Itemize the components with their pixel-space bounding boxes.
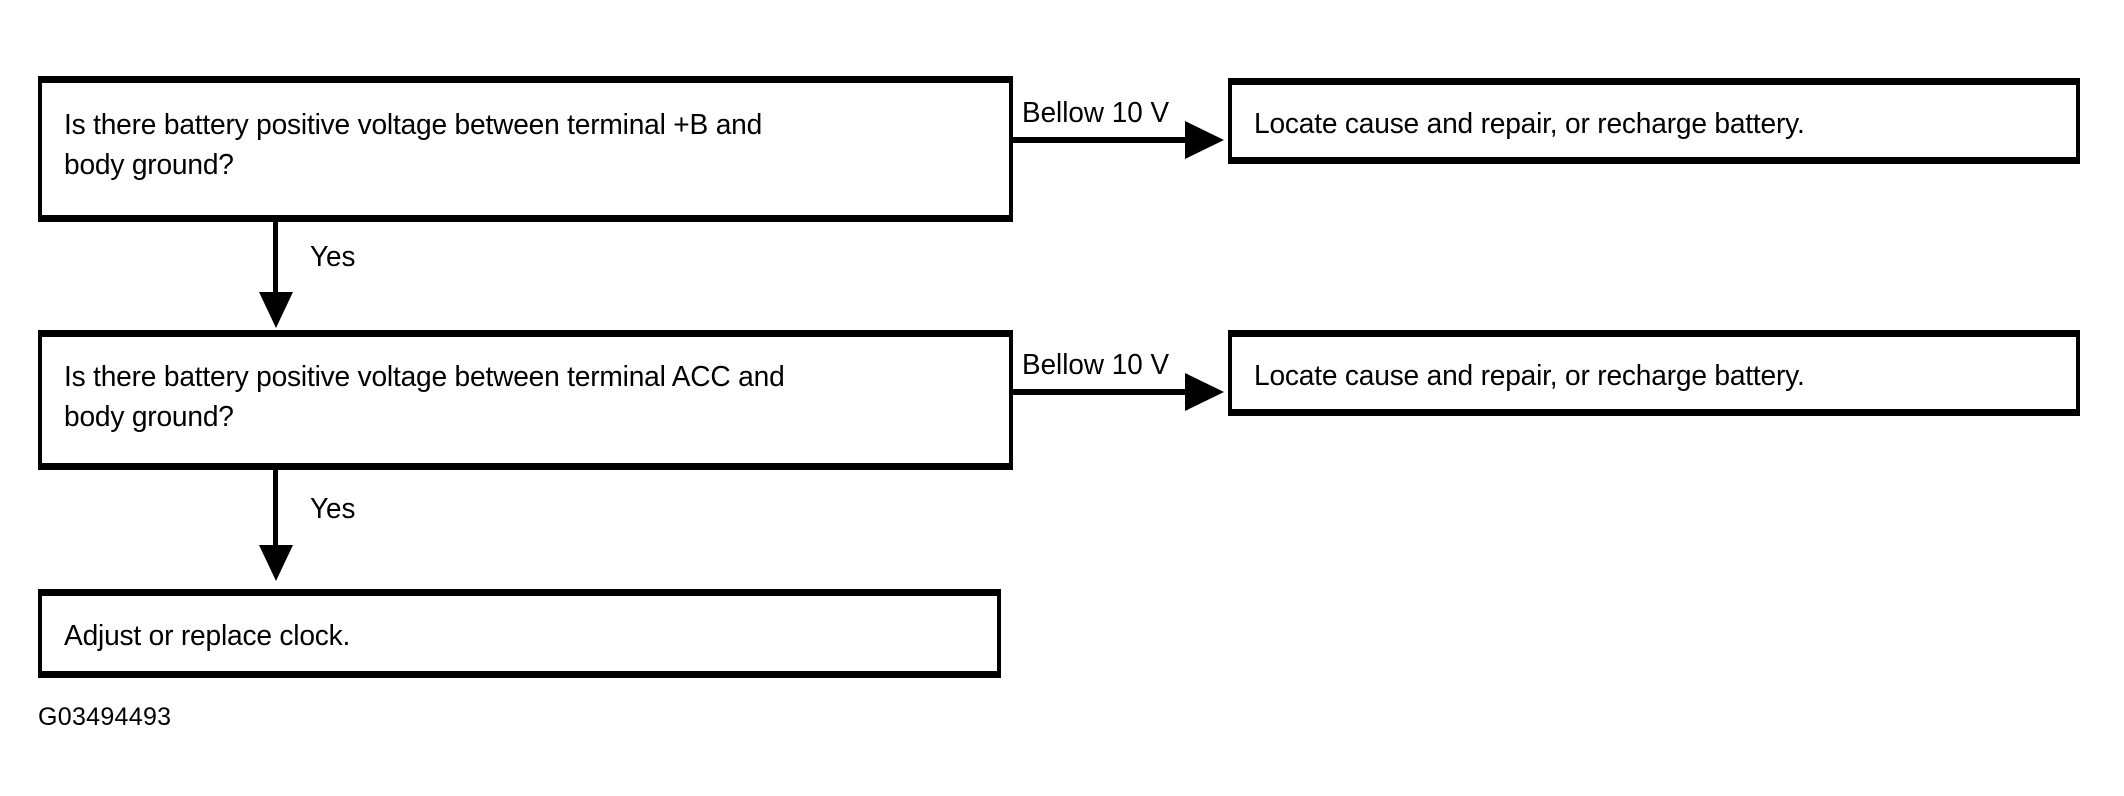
edge-label-below-10v-1: Bellow 10 V	[1022, 97, 1170, 129]
decision-box-battery-acc-terminal-label: Is there battery positive voltage betwee…	[64, 361, 785, 434]
outcome-box-adjust-replace-clock-label: Adjust or replace clock.	[64, 620, 351, 652]
edge-label-yes-1: Yes	[310, 241, 356, 273]
outcome-box-recharge-battery-1-label: Locate cause and repair, or recharge bat…	[1254, 108, 1805, 140]
arrowhead-down-icon-2	[259, 545, 293, 581]
outcome-box-adjust-replace-clock: Adjust or replace clock.	[38, 589, 1001, 678]
connector-line-yes-1	[273, 222, 278, 300]
outcome-box-recharge-battery-2: Locate cause and repair, or recharge bat…	[1228, 330, 2080, 416]
arrowhead-right-icon-1	[1185, 121, 1224, 159]
arrowhead-down-icon-1	[259, 292, 293, 328]
decision-box-battery-b-terminal: Is there battery positive voltage betwee…	[38, 76, 1013, 222]
edge-label-yes-2: Yes	[310, 493, 356, 525]
connector-line-yes-2	[273, 470, 278, 550]
decision-box-battery-acc-terminal: Is there battery positive voltage betwee…	[38, 330, 1013, 470]
outcome-box-recharge-battery-1: Locate cause and repair, or recharge bat…	[1228, 78, 2080, 164]
arrowhead-right-icon-2	[1185, 373, 1224, 411]
connector-line-below-2	[1013, 389, 1189, 395]
decision-box-battery-b-terminal-label: Is there battery positive voltage betwee…	[64, 109, 763, 182]
connector-line-below-1	[1013, 137, 1189, 143]
edge-label-below-10v-2: Bellow 10 V	[1022, 349, 1170, 381]
figure-id-label: G03494493	[38, 703, 172, 731]
outcome-box-recharge-battery-2-label: Locate cause and repair, or recharge bat…	[1254, 360, 1805, 392]
